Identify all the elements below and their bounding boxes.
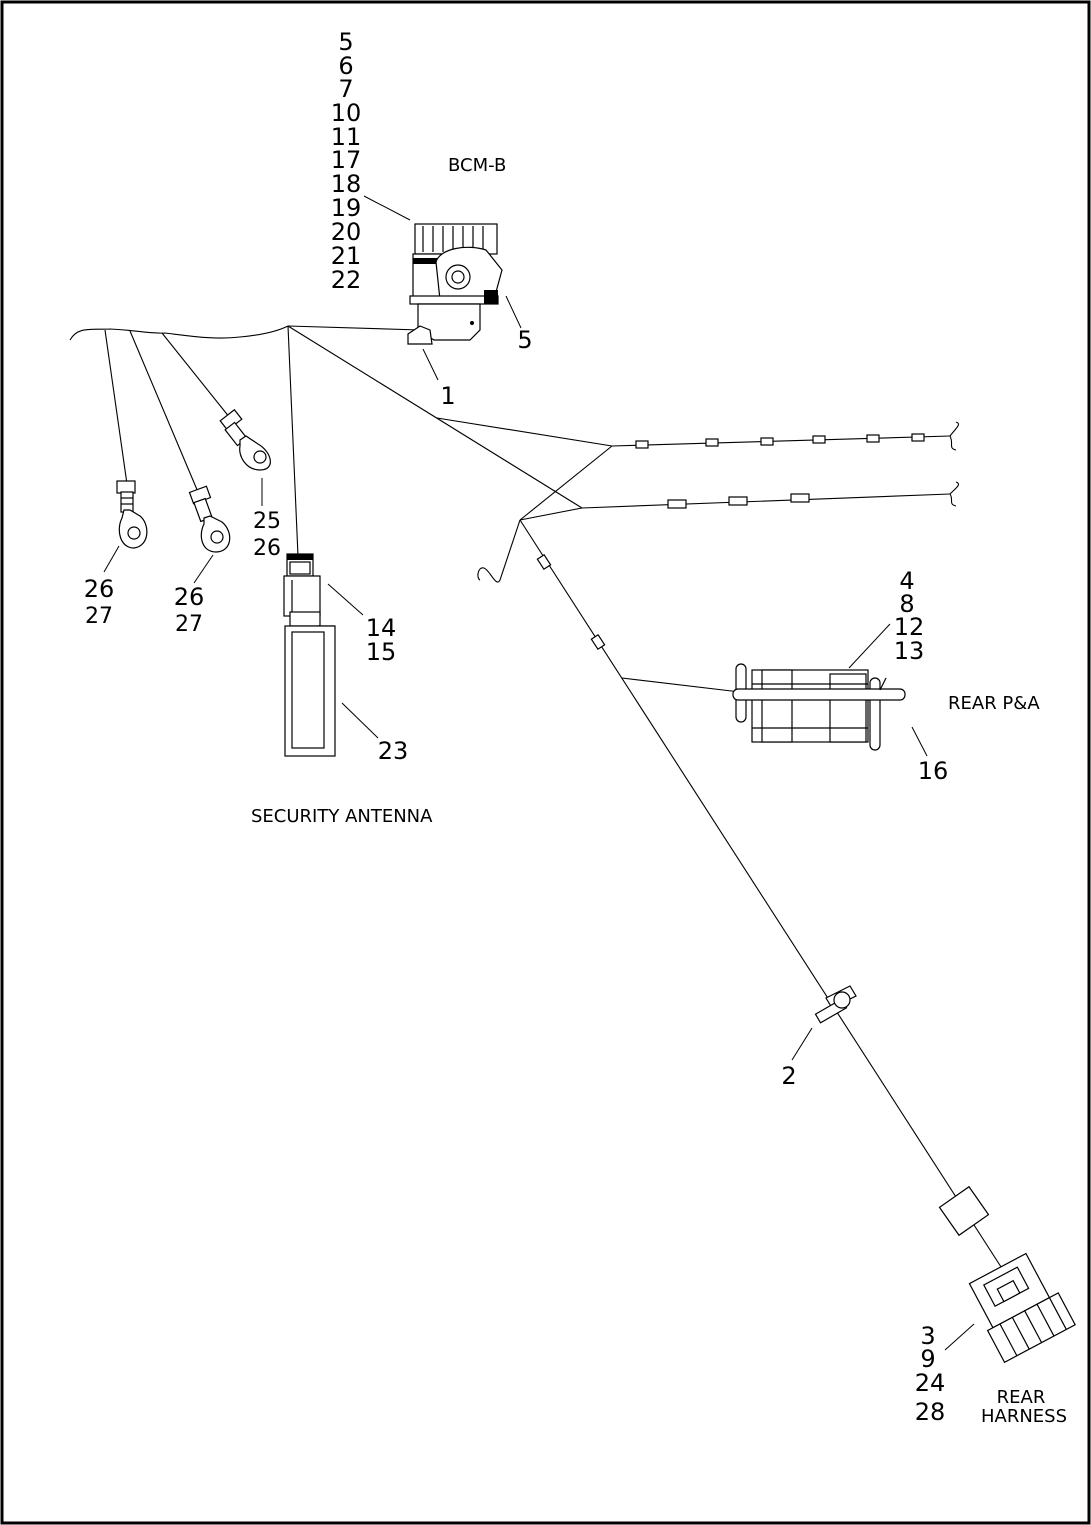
callout-number: 5	[338, 28, 353, 56]
callout-stack-rear-harness: 3 9 24 28	[915, 1322, 946, 1426]
callout-number: 7	[338, 75, 353, 103]
callout-number: 25	[253, 509, 281, 534]
label-rear-pa: REAR P&A	[948, 693, 1040, 714]
callout-number: 12	[894, 613, 925, 641]
ring-terminal-a	[116, 480, 148, 549]
callout-number: 26	[84, 575, 115, 603]
callout-number: 9	[920, 1345, 935, 1373]
callout-number: 13	[894, 637, 925, 665]
callout-rear-pa-bottom: 16	[918, 757, 949, 785]
callout-number: 26	[253, 536, 281, 561]
callout-number: 27	[85, 604, 113, 629]
callout-number: 11	[331, 123, 362, 151]
bcm-b-connector	[407, 223, 503, 345]
callout-stack-bcm: 5 6 7 10 11 17 18 19 20 21 22	[331, 28, 362, 294]
callout-bcm-bottom: 1	[440, 382, 455, 410]
leader-lines	[103, 195, 975, 1351]
callout-number: 19	[331, 194, 362, 222]
callout-number: 15	[366, 638, 397, 666]
label-rear-harness-line1: REAR	[997, 1387, 1046, 1408]
callout-number: 3	[920, 1322, 935, 1350]
callout-number: 6	[338, 52, 353, 80]
callout-number: 28	[915, 1398, 946, 1426]
rear-harness-connector	[938, 1185, 1076, 1364]
callout-number: 22	[331, 266, 362, 294]
ring-terminal-b	[188, 485, 231, 553]
callout-stack-antenna-connector: 14 15	[366, 614, 397, 666]
callout-number: 8	[899, 590, 914, 618]
callout-number: 27	[175, 612, 203, 637]
callout-stack-ring-c: 25 26	[253, 509, 281, 561]
ring-terminal-c	[219, 408, 271, 471]
callout-number: 10	[331, 99, 362, 127]
label-bcm-b: BCM-B	[448, 155, 506, 176]
callout-stack-ring-a: 26 27	[84, 575, 115, 629]
callout-number: 18	[331, 170, 362, 198]
wire-tape-markers	[536, 433, 925, 651]
callout-stack-ring-b: 26 27	[174, 583, 205, 637]
callout-number: 26	[174, 583, 205, 611]
callout-number: 21	[331, 242, 362, 270]
callout-clip: 2	[781, 1062, 796, 1090]
label-security-antenna: SECURITY ANTENNA	[251, 806, 433, 827]
callout-number: 24	[915, 1369, 946, 1397]
security-antenna	[283, 553, 336, 757]
callout-bcm-right: 5	[517, 326, 532, 354]
label-rear-harness-line2: HARNESS	[981, 1406, 1067, 1427]
callout-number: 4	[899, 567, 914, 595]
callout-antenna-body: 23	[378, 737, 409, 765]
rear-pa-connector	[732, 663, 906, 751]
callout-number: 20	[331, 218, 362, 246]
callout-number: 17	[331, 146, 362, 174]
callout-stack-rear-pa: 4 8 12 13	[894, 567, 925, 665]
callout-number: 14	[366, 614, 397, 642]
harness-clip	[814, 985, 857, 1024]
